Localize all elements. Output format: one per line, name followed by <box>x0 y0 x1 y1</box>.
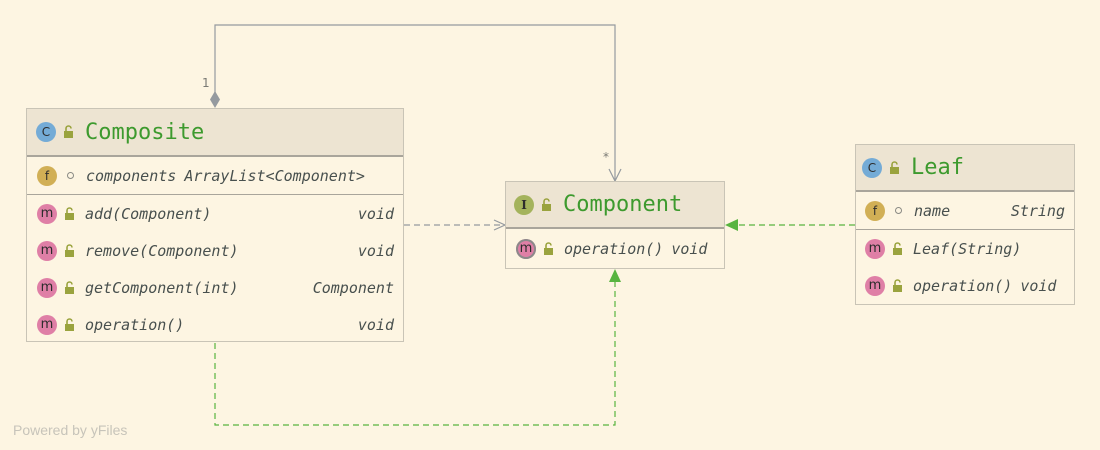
aggregation-diamond <box>210 91 220 108</box>
field-type: ArrayList<Component> <box>184 166 365 185</box>
method-badge-icon: m <box>865 275 885 296</box>
composite-realization-edge <box>214 282 616 426</box>
aggregation-edge <box>214 24 616 181</box>
class-name: Leaf <box>911 155 964 180</box>
method-badge-icon: m <box>37 240 57 261</box>
method-name: remove(Component) <box>85 241 239 260</box>
field-row[interactable]: f name String <box>856 192 1074 229</box>
field-row[interactable]: f components ArrayList<Component> <box>27 157 403 194</box>
interface-name: Component <box>563 192 683 217</box>
composite-realization-arrowhead <box>609 269 621 282</box>
component-interface-node[interactable]: I Component m operation() void <box>505 181 725 269</box>
public-lock-icon <box>544 241 553 255</box>
class-name: Composite <box>85 119 205 145</box>
method-badge-icon: m <box>37 203 57 224</box>
leaf-class-node[interactable]: C Leaf f name String m Leaf(String) m op… <box>855 144 1075 305</box>
method-return-type: void <box>671 239 708 258</box>
leaf-realization-arrowhead <box>725 219 738 231</box>
field-name: components <box>86 166 177 185</box>
leaf-fields: f name String <box>856 192 1074 230</box>
method-row[interactable]: m getComponent(int) Component <box>27 269 403 306</box>
constructor-row[interactable]: m Leaf(String) <box>856 230 1074 267</box>
public-lock-icon <box>65 243 74 257</box>
method-row[interactable]: m remove(Component) void <box>27 232 403 269</box>
method-badge-icon: m <box>865 238 885 259</box>
aggregation-target-multiplicity: * <box>603 150 609 164</box>
component-methods: m operation() void <box>506 229 724 268</box>
method-name: operation() <box>85 315 185 334</box>
public-lock-icon <box>64 125 73 138</box>
field-badge-icon: f <box>865 200 885 221</box>
public-lock-icon <box>65 280 74 294</box>
method-row[interactable]: m add(Component) void <box>27 195 403 232</box>
package-private-icon <box>67 172 74 179</box>
abstract-method-badge-icon: m <box>516 238 536 259</box>
constructor-name: Leaf(String) <box>913 239 1022 258</box>
public-lock-icon <box>893 278 902 292</box>
field-type: String <box>1010 201 1065 220</box>
aggregation-source-multiplicity: 1 <box>202 76 210 90</box>
yfiles-watermark: Powered by yFiles <box>13 422 128 438</box>
public-lock-icon <box>65 206 74 220</box>
method-name: getComponent(int) <box>85 278 239 297</box>
field-name: name <box>914 201 951 220</box>
method-badge-icon: m <box>37 277 57 298</box>
composite-class-header: C Composite <box>27 109 403 157</box>
public-lock-icon <box>893 241 902 255</box>
method-row[interactable]: m operation() void <box>506 229 724 268</box>
method-return-type: Component <box>312 278 394 297</box>
field-badge-icon: f <box>37 165 57 186</box>
method-return-type: void <box>357 241 394 260</box>
method-name: operation() <box>913 276 1013 295</box>
class-badge-icon: C <box>862 157 882 178</box>
method-row[interactable]: m operation() void <box>856 267 1074 304</box>
method-return-type: void <box>357 315 394 334</box>
method-return-type: void <box>357 204 394 223</box>
method-name: operation() <box>564 239 664 258</box>
composite-methods: m add(Component) void m remove(Component… <box>27 195 403 343</box>
public-lock-icon <box>542 197 551 211</box>
leaf-methods: m Leaf(String) m operation() void <box>856 230 1074 304</box>
leaf-class-header: C Leaf <box>856 145 1074 192</box>
composite-fields: f components ArrayList<Component> <box>27 157 403 195</box>
method-return-type: void <box>1020 276 1057 295</box>
interface-badge-icon: I <box>514 194 534 215</box>
package-private-icon <box>895 207 902 214</box>
method-name: add(Component) <box>85 204 212 223</box>
composite-class-node[interactable]: C Composite f components ArrayList<Compo… <box>26 108 404 342</box>
method-badge-icon: m <box>37 314 57 335</box>
public-lock-icon <box>65 317 74 331</box>
class-badge-icon: C <box>36 122 56 142</box>
method-row[interactable]: m operation() void <box>27 306 403 343</box>
component-interface-header: I Component <box>506 182 724 229</box>
public-lock-icon <box>890 160 899 174</box>
